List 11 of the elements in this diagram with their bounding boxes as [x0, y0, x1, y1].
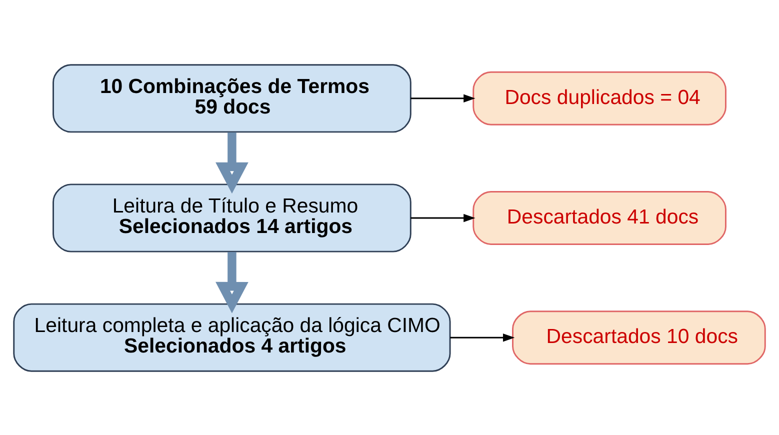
node-box: Leitura completa e aplicação da lógica CIMO Selecionados 4 artigos — [13, 302, 451, 372]
arrow — [216, 251, 248, 313]
node-box: Descartados 10 docs — [512, 310, 766, 364]
arrow — [410, 94, 476, 102]
node-box: 10 Combinações de Termos 59 docs — [52, 64, 412, 132]
node-box: Docs duplicados = 04 — [472, 70, 726, 125]
node-box: Descartados 41 docs — [472, 190, 726, 244]
arrow — [216, 132, 248, 194]
arrow — [450, 333, 515, 342]
node-box: Leitura de Título e Resumo Selecionados 14 artigos — [52, 183, 412, 252]
arrow — [410, 213, 476, 222]
